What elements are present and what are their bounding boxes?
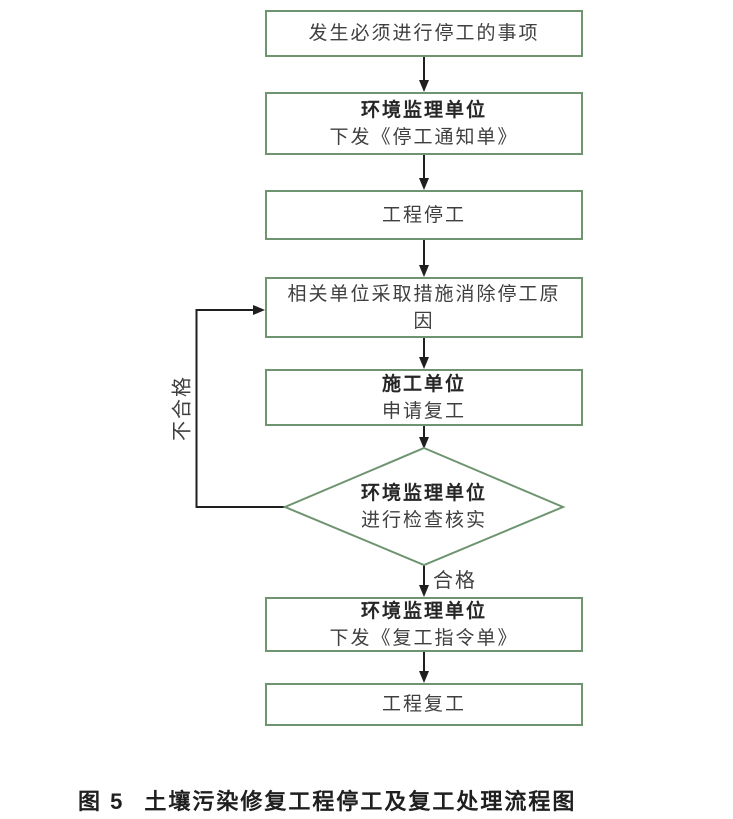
arrowhead	[419, 585, 429, 597]
decision-diamond-shape	[282, 446, 566, 567]
flow-node-issue-stop-notice: 环境监理单位 下发《停工通知单》	[265, 92, 583, 155]
flow-node-apply-resume: 施工单位 申请复工	[265, 369, 583, 426]
figure-title: 土壤污染修复工程停工及复工处理流程图	[144, 789, 577, 814]
figure-number: 图 5	[78, 789, 125, 814]
flow-node-text: 环境监理单位	[360, 600, 487, 622]
flow-node-project-stop: 工程停工	[265, 190, 583, 240]
edge-label-pass: 合格	[433, 570, 477, 592]
arrowhead	[419, 178, 429, 190]
flow-node-text: 下发《复工指令单》	[329, 627, 519, 649]
connector-fail-loop	[195, 309, 285, 508]
flow-node-text: 工程复工	[381, 694, 466, 715]
arrowhead	[419, 437, 429, 449]
flow-node-inspect-verify: 环境监理单位 进行检查核实	[294, 480, 554, 534]
flow-node-stop-event: 发生必须进行停工的事项	[265, 10, 583, 57]
arrowhead	[253, 305, 265, 315]
flow-node-issue-resume-order: 环境监理单位 下发《复工指令单》	[265, 597, 583, 652]
arrowhead	[419, 80, 429, 92]
flow-node-text: 发生必须进行停工的事项	[308, 23, 540, 44]
flow-node-text: 进行检查核实	[360, 510, 487, 531]
figure-caption: 图 5 土壤污染修复工程停工及复工处理流程图	[78, 784, 576, 816]
flow-node-remove-cause: 相关单位采取措施消除停工原 因	[265, 277, 583, 338]
flow-node-project-resume: 工程复工	[265, 683, 583, 726]
flow-node-text: 环境监理单位	[360, 483, 487, 504]
arrowhead	[419, 357, 429, 369]
flow-node-text: 施工单位	[381, 373, 466, 395]
flow-node-text: 因	[413, 310, 435, 332]
arrowhead	[419, 265, 429, 277]
flow-node-text: 申请复工	[381, 400, 466, 422]
flow-node-text: 环境监理单位	[360, 99, 487, 121]
arrowhead	[419, 671, 429, 683]
flow-node-text: 工程停工	[381, 204, 466, 226]
flow-node-text: 下发《停工通知单》	[329, 126, 519, 148]
edge-label-fail: 不合格	[171, 375, 194, 441]
flow-node-text: 相关单位采取措施消除停工原	[287, 283, 561, 305]
